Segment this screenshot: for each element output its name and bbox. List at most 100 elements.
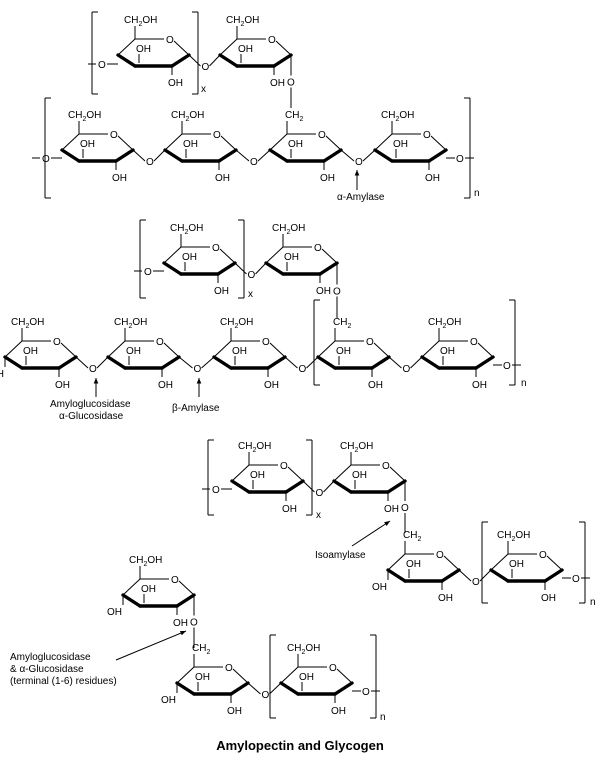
ring-oxygen: O bbox=[382, 461, 390, 472]
ring-bond-front bbox=[284, 479, 305, 494]
chain-end: O bbox=[202, 485, 232, 496]
alpha-1-4-link: O bbox=[458, 569, 492, 588]
glycosidic-oxygen: O bbox=[212, 485, 220, 496]
ch2-label: CH2 bbox=[192, 643, 210, 656]
hydroxyl-label: OH bbox=[472, 380, 487, 391]
bond bbox=[302, 480, 315, 493]
ring-bond-front bbox=[160, 355, 181, 370]
ring-oxygen: O bbox=[329, 663, 337, 674]
hydroxyl-label: OH bbox=[136, 44, 151, 55]
ring-bond-front bbox=[218, 53, 239, 68]
beta-amylase-arrow bbox=[196, 378, 202, 397]
hydroxyl-label: OH bbox=[288, 139, 303, 150]
hydroxyl-label: OH bbox=[331, 706, 346, 717]
ring-oxygen: O bbox=[262, 337, 270, 348]
glycosidic-oxygen: O bbox=[362, 687, 370, 698]
ring-bond bbox=[389, 466, 406, 482]
diagram-title: Amylopectin and Glycogen bbox=[216, 738, 384, 753]
hydroxyl-label: OH bbox=[368, 380, 383, 391]
bond bbox=[234, 262, 247, 275]
bond bbox=[75, 356, 89, 369]
ring-oxygen: O bbox=[314, 243, 322, 254]
hydroxyl-label: OH bbox=[425, 173, 440, 184]
hydroxyl-label: OH bbox=[282, 504, 297, 515]
ring-bond bbox=[317, 340, 336, 358]
alpha-1-6-link: O bbox=[333, 263, 341, 318]
ring-bond-front bbox=[420, 355, 441, 370]
ring-bond-front bbox=[106, 355, 127, 370]
bracket-open bbox=[44, 97, 51, 199]
hydroxyl-label: OH bbox=[438, 593, 453, 604]
bracket-open bbox=[207, 439, 214, 516]
ring-bond bbox=[269, 133, 288, 151]
ring-bond bbox=[265, 246, 284, 264]
glycosidic-oxygen: O bbox=[202, 62, 210, 73]
glycosidic-oxygen: O bbox=[355, 157, 363, 168]
hydroxyl-label: OH bbox=[232, 346, 247, 357]
ring-bond bbox=[231, 464, 250, 482]
alpha-1-6-link: O bbox=[190, 595, 198, 648]
hydroxyl-label: OH bbox=[126, 346, 141, 357]
hydroxyl-label: OH bbox=[440, 346, 455, 357]
ring-bond bbox=[163, 342, 180, 358]
ring-bond-front bbox=[121, 593, 142, 608]
ring-bond bbox=[430, 135, 447, 151]
hydroxyl-label: OH bbox=[336, 346, 351, 357]
ring-bond bbox=[275, 40, 292, 56]
amyloglucosidase-arrow bbox=[93, 378, 99, 397]
alpha-1-4-link: O bbox=[340, 149, 376, 168]
bracket-close bbox=[306, 439, 313, 516]
ring-bond-front bbox=[489, 568, 510, 583]
hydroxyl-label: OH bbox=[509, 559, 524, 570]
ch2oh-label: CH2OH bbox=[226, 15, 259, 28]
ring-bond-front bbox=[543, 568, 564, 583]
bond bbox=[269, 682, 282, 695]
glycosidic-oxygen: O bbox=[503, 361, 511, 372]
glycosidic-oxygen: O bbox=[194, 364, 202, 375]
ring-bond bbox=[232, 668, 249, 684]
ring-bond bbox=[387, 553, 406, 571]
ring-bond bbox=[107, 340, 126, 358]
bond bbox=[323, 480, 335, 493]
ch2oh-label: CH2OH bbox=[171, 110, 204, 123]
ring-bond bbox=[477, 342, 494, 358]
ring-bond bbox=[219, 248, 236, 264]
alpha-1-6-link: O bbox=[401, 481, 409, 533]
chain-end: O bbox=[32, 154, 62, 165]
ring-bond-front bbox=[116, 53, 137, 68]
ring-oxygen: O bbox=[436, 550, 444, 561]
glycosidic-oxygen: O bbox=[472, 577, 480, 588]
ring-oxygen: O bbox=[539, 550, 547, 561]
bond bbox=[458, 569, 472, 582]
ring-bond bbox=[269, 342, 286, 358]
hydroxyl-label: OH bbox=[161, 695, 176, 706]
ring-bond-front bbox=[175, 681, 196, 696]
bond bbox=[153, 149, 166, 162]
glycosidic-oxygen: O bbox=[146, 157, 154, 168]
alpha-1-4-link: O bbox=[132, 149, 166, 168]
chain-end: O bbox=[562, 574, 590, 585]
bond bbox=[247, 682, 261, 695]
chain-end: O bbox=[134, 267, 164, 278]
ring-bond-front bbox=[230, 479, 251, 494]
hydroxyl-label: OH bbox=[0, 369, 4, 380]
arrow-shaft bbox=[351, 520, 391, 547]
alpha-1-6-link: O bbox=[287, 55, 295, 108]
ch2oh-label: CH2OH bbox=[129, 555, 162, 568]
bracket-open bbox=[139, 219, 146, 299]
ring-oxygen: O bbox=[423, 130, 431, 141]
ring-oxygen: O bbox=[212, 243, 220, 254]
ring-bond-front bbox=[279, 681, 300, 696]
ring-bond bbox=[546, 555, 563, 571]
